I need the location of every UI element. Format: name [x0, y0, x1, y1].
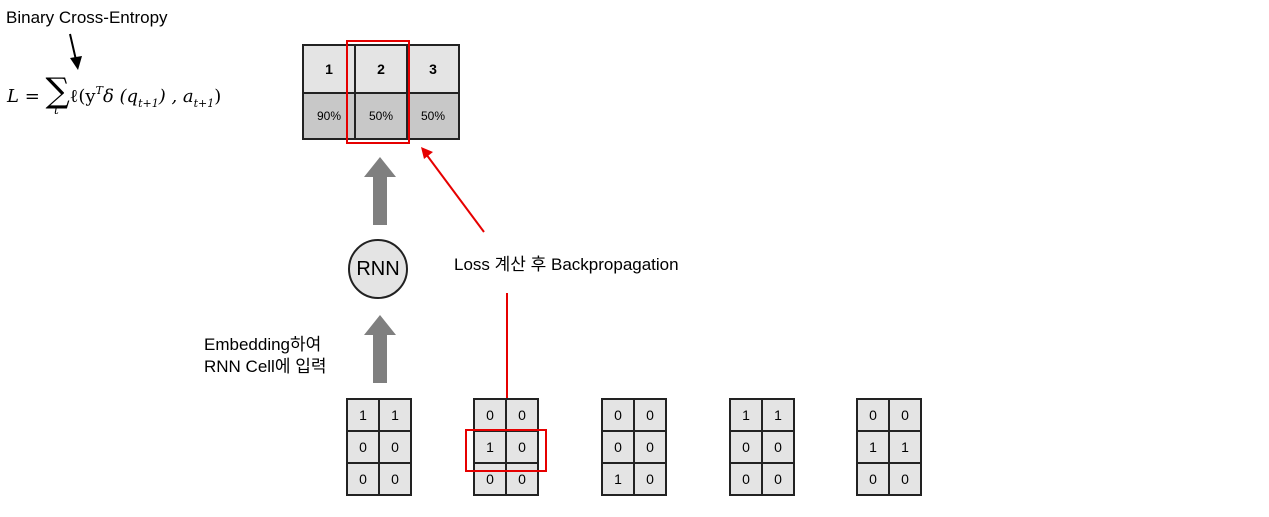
grid-cell: 0	[505, 430, 539, 464]
grid-cell: 0	[633, 398, 667, 432]
formula-close: )	[214, 86, 222, 107]
grid-cell: 0	[761, 430, 795, 464]
output-header-2: 2	[354, 44, 408, 94]
output-prob-2: 50%	[354, 92, 408, 140]
rnn-to-output-arrow	[364, 157, 396, 225]
formula-sub-a: t+1	[193, 97, 215, 110]
grid-cell: 0	[601, 430, 635, 464]
embedding-label-line1: Embedding하여	[204, 335, 322, 354]
grid-cell: 0	[346, 430, 380, 464]
grid-cell: 1	[761, 398, 795, 432]
grid-cell: 1	[729, 398, 763, 432]
grid-cell: 0	[378, 462, 412, 496]
sum-symbol: ∑	[45, 71, 70, 111]
rnn-label: RNN	[356, 257, 400, 280]
caption-arrow	[69, 33, 82, 70]
formula-sub-q: t+1	[138, 97, 159, 110]
embedding-label-line2: RNN Cell에 입력	[204, 357, 327, 376]
grid-cell: 0	[473, 462, 507, 496]
grid-cell: 0	[473, 398, 507, 432]
loss-formula: L = ∑ℓ(yTδ (qt+1) , at+1)	[7, 71, 222, 111]
grid-cell: 1	[346, 398, 380, 432]
grid-cell: 1	[473, 430, 507, 464]
formula-mid: ) , a	[158, 86, 194, 107]
grid-cell: 0	[633, 462, 667, 496]
formula-sup: T	[95, 84, 103, 97]
grid-cell: 0	[505, 398, 539, 432]
grid-cell: 1	[888, 430, 922, 464]
formula-body: ℓ(y	[69, 86, 96, 107]
rnn-node: RNN	[348, 239, 408, 299]
formula-lhs: L	[7, 86, 19, 107]
grid-cell: 0	[888, 462, 922, 496]
loss-label: Loss 계산 후 Backpropagation	[454, 255, 679, 274]
input-highlight	[465, 429, 547, 472]
grid-cell: 0	[856, 398, 890, 432]
grid-cell: 1	[378, 398, 412, 432]
grid-cell: 0	[729, 462, 763, 496]
output-highlight	[346, 40, 410, 144]
formula-delta: δ (q	[102, 86, 139, 107]
input-to-rnn-arrow	[364, 315, 396, 383]
grid-cell: 0	[856, 462, 890, 496]
grid-cell: 0	[761, 462, 795, 496]
grid-cell: 1	[601, 462, 635, 496]
grid-cell: 0	[601, 398, 635, 432]
grid-cell: 0	[633, 430, 667, 464]
output-prob-3: 50%	[406, 92, 460, 140]
grid-cell: 0	[729, 430, 763, 464]
grid-cell: 0	[888, 398, 922, 432]
grid-cell: 0	[346, 462, 380, 496]
grid-cell: 1	[856, 430, 890, 464]
loss-caption: Binary Cross-Entropy	[6, 8, 168, 27]
sum-index: t	[54, 103, 59, 117]
grid-cell: 0	[378, 430, 412, 464]
grid-cell: 0	[505, 462, 539, 496]
